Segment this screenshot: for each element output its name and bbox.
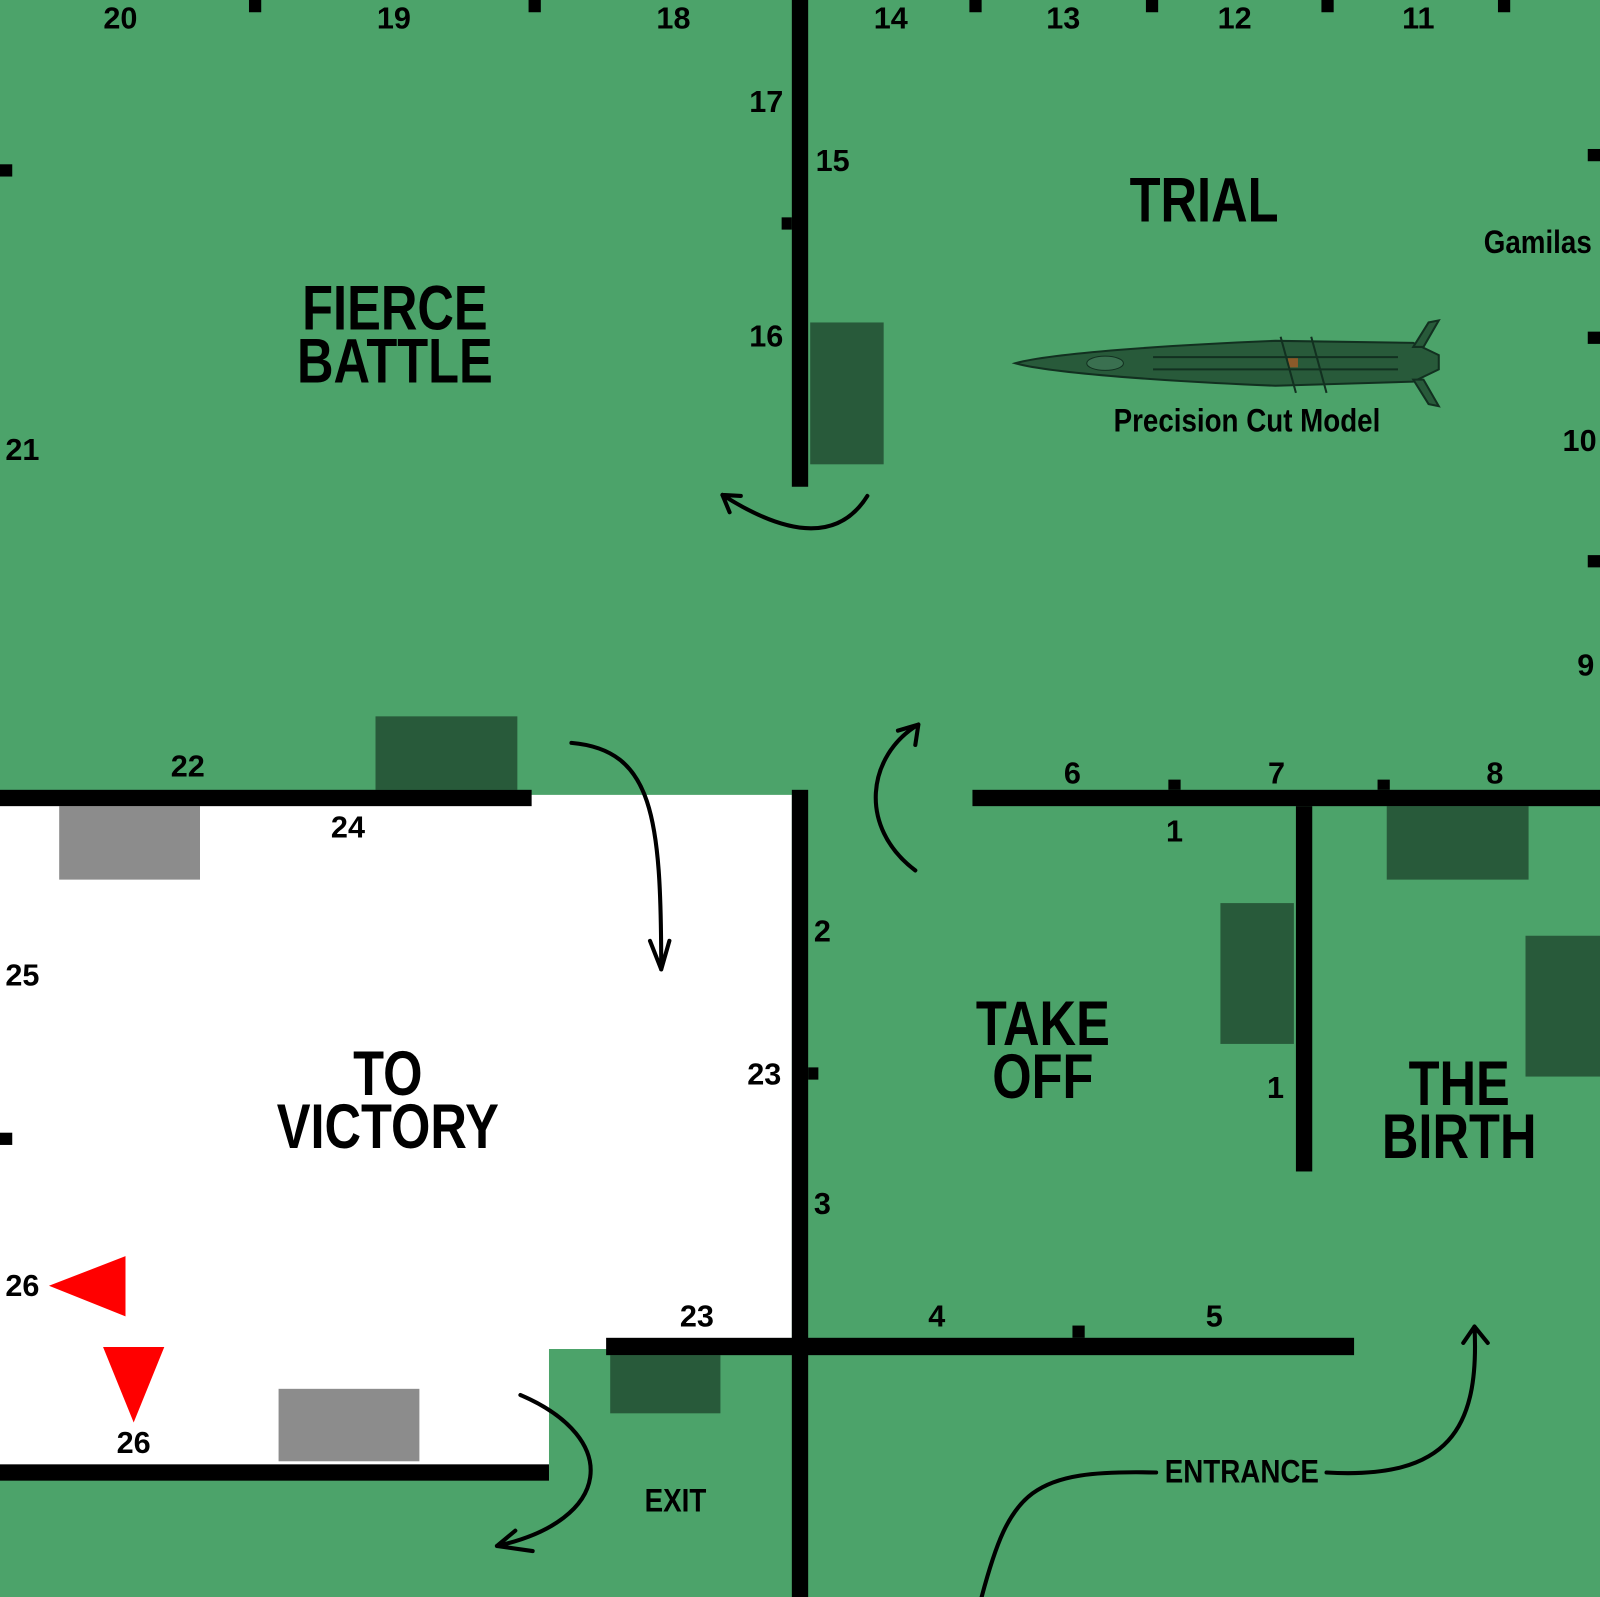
exhibit-number: 11 bbox=[1402, 1, 1434, 35]
svg-text:TO: TO bbox=[353, 1039, 422, 1110]
exhibit-number: 4 bbox=[928, 1299, 945, 1333]
svg-text:VICTORY: VICTORY bbox=[277, 1092, 499, 1163]
route-arrow-icon bbox=[720, 492, 870, 531]
exhibit-number: 23 bbox=[680, 1299, 714, 1333]
exhibit-number: 14 bbox=[874, 1, 908, 35]
gamilas-label: Gamilas bbox=[1484, 225, 1592, 261]
exhibit-number: 7 bbox=[1268, 756, 1285, 790]
route-arrow-icon bbox=[873, 722, 921, 873]
red-triangle-down-icon bbox=[103, 1346, 165, 1423]
exhibit-number: 1 bbox=[1166, 815, 1183, 849]
route-arrows bbox=[494, 492, 1490, 1597]
room-the-birth-title: THE BIRTH bbox=[1382, 1049, 1537, 1173]
gray-display-case bbox=[278, 1388, 420, 1462]
exhibit-number: 9 bbox=[1577, 648, 1594, 682]
svg-text:BIRTH: BIRTH bbox=[1382, 1102, 1537, 1173]
exhibit-number: 15 bbox=[816, 144, 850, 178]
red-triangle-left-icon bbox=[48, 1256, 126, 1317]
battleship-icon bbox=[1011, 318, 1441, 408]
room-take-off-title: TAKE OFF bbox=[976, 989, 1110, 1113]
exit-label: EXIT bbox=[645, 1483, 707, 1519]
svg-text:FIERCE: FIERCE bbox=[302, 273, 488, 344]
entrance-label: ENTRANCE bbox=[1165, 1455, 1319, 1491]
exhibit-number: 17 bbox=[749, 85, 783, 119]
room-to-victory-area bbox=[0, 794, 792, 1470]
exhibit-number: 25 bbox=[5, 959, 39, 993]
route-arrow-icon bbox=[569, 740, 672, 972]
svg-text:TAKE: TAKE bbox=[976, 989, 1110, 1060]
display-case bbox=[375, 716, 518, 790]
exhibit-numbers: 20 19 18 14 13 12 11 17 15 16 21 10 9 22… bbox=[5, 1, 1596, 1460]
exhibit-number: 6 bbox=[1064, 756, 1081, 790]
svg-text:TRIAL: TRIAL bbox=[1130, 165, 1279, 236]
exhibit-number: 19 bbox=[377, 1, 411, 35]
svg-text:OFF: OFF bbox=[992, 1042, 1093, 1113]
exhibit-number: 18 bbox=[656, 1, 690, 35]
exhibit-number: 23 bbox=[747, 1058, 781, 1092]
room-fierce-battle-title: FIERCE BATTLE bbox=[297, 273, 493, 397]
display-case bbox=[610, 1355, 721, 1414]
exhibit-number: 5 bbox=[1206, 1299, 1223, 1333]
route-arrow-icon bbox=[494, 1392, 593, 1554]
exhibit-number: 22 bbox=[171, 749, 205, 783]
precision-cut-model-label: Precision Cut Model bbox=[1114, 404, 1381, 440]
svg-text:BATTLE: BATTLE bbox=[297, 326, 493, 397]
display-case bbox=[1386, 806, 1529, 880]
exhibit-number: 26 bbox=[117, 1426, 151, 1460]
exhibit-number: 21 bbox=[5, 433, 39, 467]
exhibit-number: 1 bbox=[1267, 1071, 1284, 1105]
gray-display-case bbox=[59, 806, 201, 880]
display-case bbox=[1525, 935, 1600, 1077]
exhibit-number: 13 bbox=[1046, 1, 1080, 35]
room-trial-title: TRIAL bbox=[1130, 165, 1279, 236]
exhibit-number: 26 bbox=[5, 1269, 39, 1303]
exhibit-number: 12 bbox=[1218, 1, 1252, 35]
svg-text:THE: THE bbox=[1409, 1049, 1510, 1120]
exhibit-number: 10 bbox=[1563, 424, 1597, 458]
display-case bbox=[1220, 903, 1294, 1044]
exhibit-number: 3 bbox=[814, 1187, 831, 1221]
exhibit-number: 16 bbox=[749, 320, 783, 354]
exhibit-number: 8 bbox=[1486, 756, 1503, 790]
route-line bbox=[979, 1470, 1159, 1597]
exhibit-number: 24 bbox=[331, 811, 365, 845]
room-to-victory-title: TO VICTORY bbox=[277, 1039, 499, 1163]
exhibit-number: 2 bbox=[814, 915, 831, 949]
display-case bbox=[810, 322, 884, 465]
exhibit-number: 20 bbox=[103, 1, 137, 35]
route-arrow-icon bbox=[1324, 1324, 1490, 1476]
